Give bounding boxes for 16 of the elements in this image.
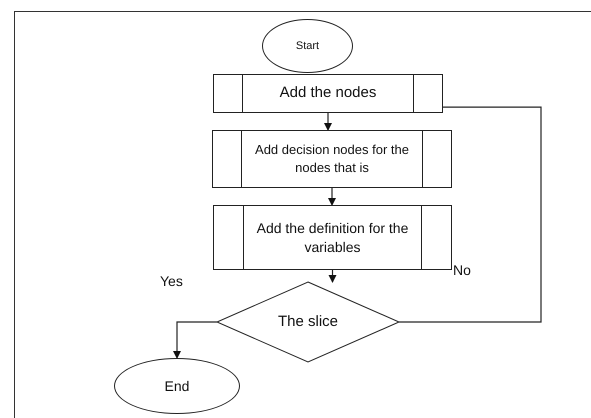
connector-arrow	[173, 321, 217, 359]
connector-arrow	[328, 188, 336, 206]
process-box	[213, 74, 443, 113]
connector-arrow	[324, 113, 332, 131]
node-text: Add the nodes	[278, 83, 378, 104]
branch-label: Yes	[160, 273, 183, 289]
node-text: Add decision nodes for the nodes that is	[254, 141, 410, 177]
node-text: End	[164, 376, 190, 396]
node-text: Start	[294, 38, 320, 54]
node-text: The slice	[276, 312, 340, 332]
process-box	[213, 205, 452, 270]
decision-diamond	[217, 282, 399, 362]
branch-label: No	[453, 262, 471, 278]
connector-arrow	[328, 270, 336, 283]
node-text: Add the definition for the variables	[256, 218, 410, 256]
process-box	[212, 130, 452, 188]
